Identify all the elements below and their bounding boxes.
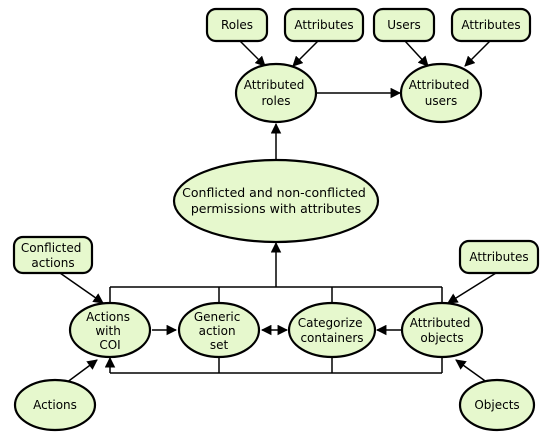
svg-text:Objects: Objects: [474, 398, 519, 412]
svg-text:Attributed roles: Attributed roles: [244, 78, 308, 108]
node-categorize-containers: Categorize containers: [287, 301, 377, 359]
svg-text:Attributes: Attributes: [469, 250, 528, 264]
node-attributes-users: Attributes: [450, 7, 532, 43]
svg-text:Conflicted actions: Conflicted actions: [21, 241, 85, 270]
svg-text:Attributes: Attributes: [461, 18, 520, 32]
node-objects: Objects: [458, 378, 536, 432]
node-permissions-with-attributes: Conflicted and non-conflicted permission…: [172, 158, 380, 244]
svg-text:Categorize containers: Categorize containers: [298, 316, 367, 345]
node-users: Users: [372, 7, 436, 43]
svg-text:Attributes: Attributes: [294, 18, 353, 32]
svg-text:Roles: Roles: [221, 18, 253, 32]
node-generic-action-set: Generic action set: [177, 301, 261, 359]
node-attributed-users: Attributed users: [399, 62, 483, 124]
node-conflicted-actions: Conflicted actions: [12, 235, 94, 275]
svg-text:Conflicted and non-conflicted: Conflicted and non-conflicted permission…: [182, 185, 370, 216]
svg-text:Users: Users: [387, 18, 421, 32]
edge-actions-to-actions-with-coi: [65, 359, 98, 384]
node-attributed-roles: Attributed roles: [234, 62, 318, 124]
node-actions: Actions: [13, 378, 97, 432]
edge-roles-to-attributed-roles: [239, 40, 266, 67]
svg-text:Attributed users: Attributed users: [409, 78, 473, 108]
node-attributes-objects: Attributes: [458, 239, 540, 275]
edges: [59, 40, 497, 384]
edge-attributes-to-attributed-objects: [447, 272, 497, 304]
node-roles: Roles: [205, 7, 269, 43]
svg-text:Actions: Actions: [33, 398, 77, 412]
svg-text:Attributed objects: Attributed objects: [410, 316, 474, 345]
svg-text:Actions with COI: Actions with COI: [86, 310, 134, 352]
edge-objects-to-attributed-objects: [455, 359, 489, 384]
edge-users-to-attributed-users: [404, 40, 429, 67]
node-attributes-roles: Attributes: [283, 7, 365, 43]
node-actions-with-coi: Actions with COI: [68, 301, 152, 359]
edge-attributes-to-attributed-roles: [292, 40, 319, 67]
edge-conflicted-actions-to-actions-with-coi: [59, 272, 104, 304]
edge-attributes-to-attributed-users: [464, 40, 491, 67]
node-attributed-objects: Attributed objects: [400, 301, 484, 359]
svg-text:Generic action set: Generic action set: [194, 310, 244, 352]
